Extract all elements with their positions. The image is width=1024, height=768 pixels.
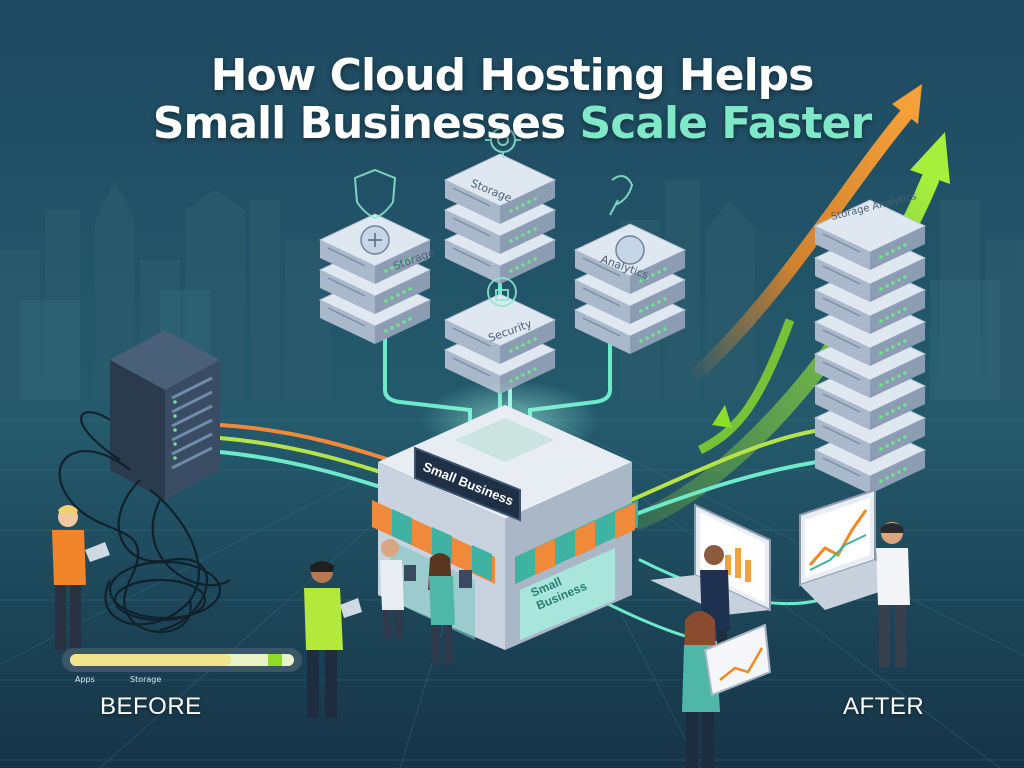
satellite-icon: [609, 175, 634, 216]
before-progress-panel: Apps Storage: [62, 648, 302, 684]
green-arrow-head: [910, 132, 950, 184]
lock-icon: [487, 277, 517, 307]
person-blue-tablet: [380, 539, 416, 638]
server-tower-right: Storage Analytics: [814, 191, 926, 495]
legacy-server-rack: [110, 330, 220, 500]
shield-icon: [353, 168, 397, 220]
progress-fill: [70, 654, 232, 666]
title-line-2: Small Businesses Scale Faster: [0, 98, 1024, 149]
title-line-1: How Cloud Hosting Helps: [210, 50, 815, 101]
person-before-orange: [52, 505, 110, 650]
progress-label-apps: Apps: [75, 675, 95, 684]
server-stack-right: Analytics: [574, 223, 686, 355]
growth-arrow-orange: [683, 103, 917, 387]
gear-icon: [485, 122, 521, 158]
tangled-cables: [58, 411, 231, 633]
globe-icon: [615, 235, 645, 265]
server-stack-center: Security: [444, 293, 556, 395]
title-line-2-plain: Small Businesses: [152, 98, 580, 149]
progress-label-storage: Storage: [130, 675, 161, 684]
left-awning: [372, 500, 495, 584]
after-caption: AFTER: [843, 693, 925, 720]
right-awning: [515, 500, 638, 584]
person-laptop-teal: [682, 611, 772, 768]
laptop-analytics-right: [799, 488, 900, 610]
small-business-store: Small Business SmallBusiness: [372, 405, 638, 650]
orange-arrow-head: [892, 84, 922, 124]
person-white-shirt: [876, 522, 910, 667]
person-teal-tablet: [428, 553, 472, 665]
server-stack-top: Storage: [444, 153, 556, 285]
store-sign: [414, 446, 521, 522]
title-line-2-accent: Scale Faster: [579, 98, 873, 149]
before-caption: BEFORE: [100, 693, 202, 720]
person-green-tablet: [304, 561, 362, 718]
